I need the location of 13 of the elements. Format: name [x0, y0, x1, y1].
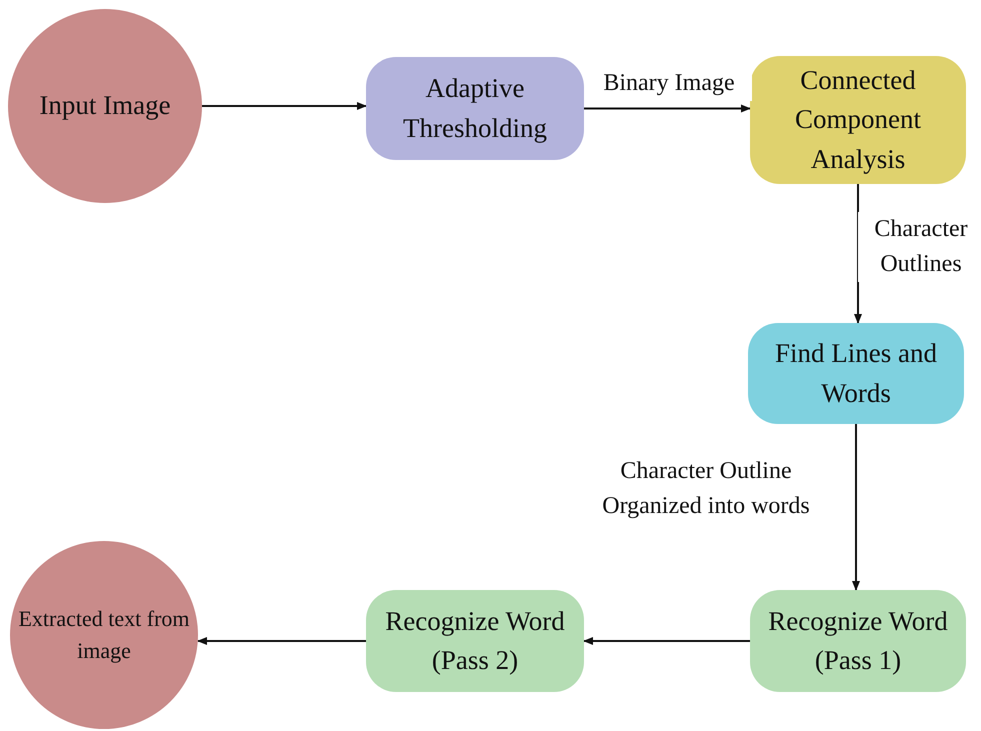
process-box: Recognize Word (Pass 2)	[366, 590, 584, 692]
arrow	[583, 637, 750, 645]
arrow	[202, 102, 367, 110]
process-box: Recognize Word (Pass 1)	[750, 590, 966, 692]
process-box: Adaptive Thresholding	[366, 57, 584, 160]
process-box: Connected Component Analysis	[750, 56, 966, 184]
arrow	[584, 104, 751, 112]
arrow	[854, 184, 862, 324]
terminal-circle: Input Image	[8, 9, 202, 203]
arrow	[197, 637, 366, 645]
terminal-circle: Extracted text from image	[10, 541, 198, 729]
process-box: Find Lines and Words	[748, 323, 964, 424]
arrow	[852, 424, 860, 591]
